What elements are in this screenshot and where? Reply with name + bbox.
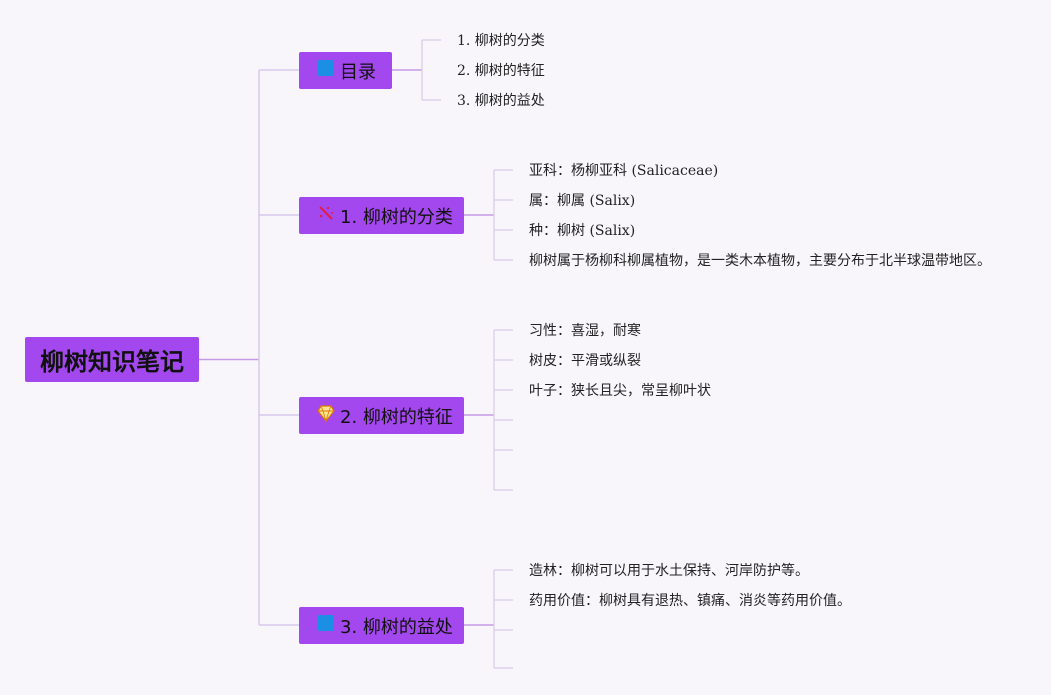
branch-node-classification[interactable]: 1. 柳树的分类: [299, 197, 464, 234]
features-leaf-line: [494, 329, 513, 491]
classification-item[interactable]: 亚科：杨柳亚科 (Salicaceae): [529, 163, 719, 179]
classification-item[interactable]: 柳树属于杨柳科柳属植物，是一类木本植物，主要分布于北半球温带地区。: [529, 253, 991, 269]
branch-label-features: 2. 柳树的特征: [340, 406, 453, 428]
wand-icon: [317, 204, 335, 222]
features-item[interactable]: 习性：喜湿，耐寒: [529, 323, 641, 339]
branch-node-benefits[interactable]: 3. 柳树的益处: [299, 607, 464, 644]
blue-square-icon: [317, 59, 335, 77]
toc-leaf-line: [422, 39, 441, 101]
toc-item[interactable]: 1. 柳树的分类: [457, 33, 545, 49]
branch-node-features[interactable]: 2. 柳树的特征: [299, 397, 464, 434]
benefits-leaf-line: [494, 569, 513, 669]
features-item[interactable]: 树皮：平滑或纵裂: [529, 353, 641, 369]
benefits-item[interactable]: 药用价值：柳树具有退热、镇痛、消炎等药用价值。: [529, 593, 851, 609]
branch-label-benefits: 3. 柳树的益处: [340, 616, 453, 638]
classification-item[interactable]: 属：柳属 (Salix): [529, 193, 636, 209]
toc-item[interactable]: 3. 柳树的益处: [457, 93, 545, 109]
features-item[interactable]: 叶子：狭长且尖，常呈柳叶状: [529, 383, 711, 399]
branch-label-toc: 目录: [340, 61, 376, 83]
root-node[interactable]: 柳树知识笔记: [25, 337, 199, 382]
classification-item[interactable]: 种：柳树 (Salix): [529, 223, 636, 239]
branch-label-classification: 1. 柳树的分类: [340, 206, 453, 228]
classification-leaf-line: [494, 169, 513, 261]
toc-item[interactable]: 2. 柳树的特征: [457, 63, 545, 79]
branch-node-toc[interactable]: 目录: [299, 52, 392, 89]
blue-square-icon: [317, 614, 335, 632]
benefits-item[interactable]: 造林：柳树可以用于水土保持、河岸防护等。: [529, 563, 809, 579]
root-label: 柳树知识笔记: [40, 348, 184, 376]
gem-icon: [317, 404, 335, 422]
